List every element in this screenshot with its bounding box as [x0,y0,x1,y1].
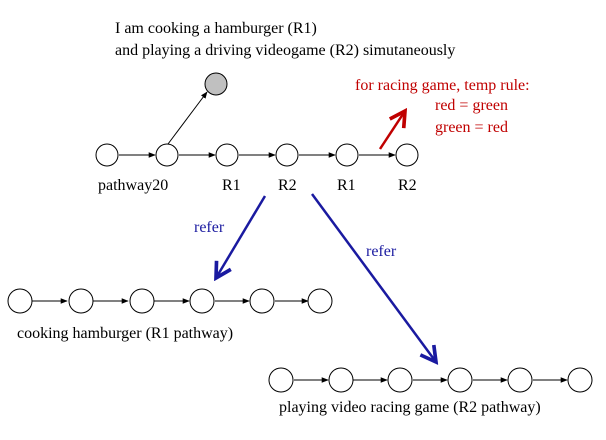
main-chain-node [95,143,119,167]
racing-chain-node [567,367,593,393]
arrow-to-highlight-node [167,91,208,145]
main-label-r1-second: R1 [337,177,356,194]
cooking-chain-node [189,288,215,314]
cooking-chain-node [307,288,333,314]
title-line-2: and playing a driving videogame (R2) sim… [115,42,455,59]
racing-chain-node [507,367,533,393]
cooking-chain-label: cooking hamburger (R1 pathway) [17,325,233,342]
temp-rule-arrow [378,111,405,150]
temp-rule-line-1: for racing game, temp rule: [355,77,530,94]
main-chain-node [155,143,179,167]
racing-chain [268,367,593,393]
title-line-1: I am cooking a hamburger (R1) [115,20,317,37]
main-chain-node [215,143,239,167]
cooking-chain-node [249,288,275,314]
refer-label-racing: refer [366,243,397,260]
refer-label-cooking: refer [194,219,225,236]
refer-arrow-cooking [216,195,267,278]
main-chain [95,143,419,167]
main-chain-node [275,143,299,167]
cooking-chain [7,288,333,314]
main-label-r1-first: R1 [222,177,241,194]
main-label-pathway20: pathway20 [98,177,168,194]
cooking-chain-node [129,288,155,314]
main-label-r2-first: R2 [278,177,297,194]
cooking-chain-node [68,288,94,314]
highlight-node [204,72,228,96]
main-label-r2-second: R2 [398,177,417,194]
temp-rule-line-2: red = green [435,97,508,114]
refer-arrow-racing [310,193,436,362]
racing-chain-node [328,367,354,393]
racing-chain-node [387,367,413,393]
cooking-chain-node [7,288,33,314]
main-chain-node [335,143,359,167]
racing-chain-node [447,367,473,393]
racing-chain-node [268,367,294,393]
racing-chain-label: playing video racing game (R2 pathway) [279,399,541,416]
main-chain-node [395,143,419,167]
temp-rule-line-3: green = red [435,119,508,136]
